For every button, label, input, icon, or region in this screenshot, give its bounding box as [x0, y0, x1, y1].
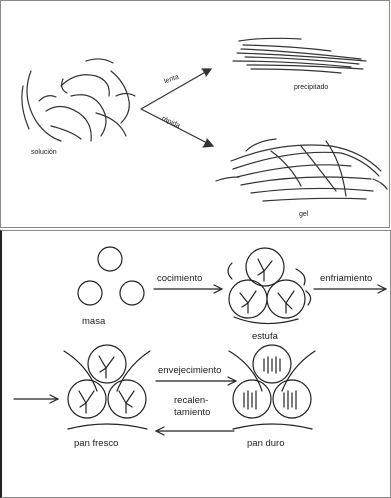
aging-label: envejecimiento: [158, 365, 221, 376]
bread-process-drawing: [2, 231, 388, 497]
hard-bread-granules: [229, 345, 315, 429]
bread-staling-panel: cocimiento masa estufa enfriamiento enve…: [0, 230, 391, 498]
fresh-bread-label: pan fresco: [74, 438, 118, 449]
gel-network: [216, 139, 387, 201]
precipitate-bundle: [233, 38, 366, 73]
reheating-label-2: tamiento: [174, 407, 210, 418]
cooking-label: cocimiento: [157, 273, 202, 284]
precipitate-label: precipitado: [294, 84, 328, 91]
solution-label: solución: [31, 149, 57, 156]
dough-label: masa: [82, 316, 105, 327]
reheating-label-1: recalen-: [174, 395, 208, 406]
oven-granules: [228, 248, 311, 324]
oven-label: estufa: [252, 331, 278, 342]
gel-label: gel: [299, 211, 308, 218]
hard-bread-label: pan duro: [247, 438, 285, 449]
fresh-bread-granules: [64, 345, 150, 429]
solution-process-drawing: [1, 1, 389, 227]
cooling-label: enfriamiento: [320, 273, 372, 284]
solution-to-gel-panel: solución lenta rápida precipitado gel: [0, 0, 390, 228]
solution-chains: [22, 59, 135, 141]
dough-granules: [78, 247, 144, 305]
